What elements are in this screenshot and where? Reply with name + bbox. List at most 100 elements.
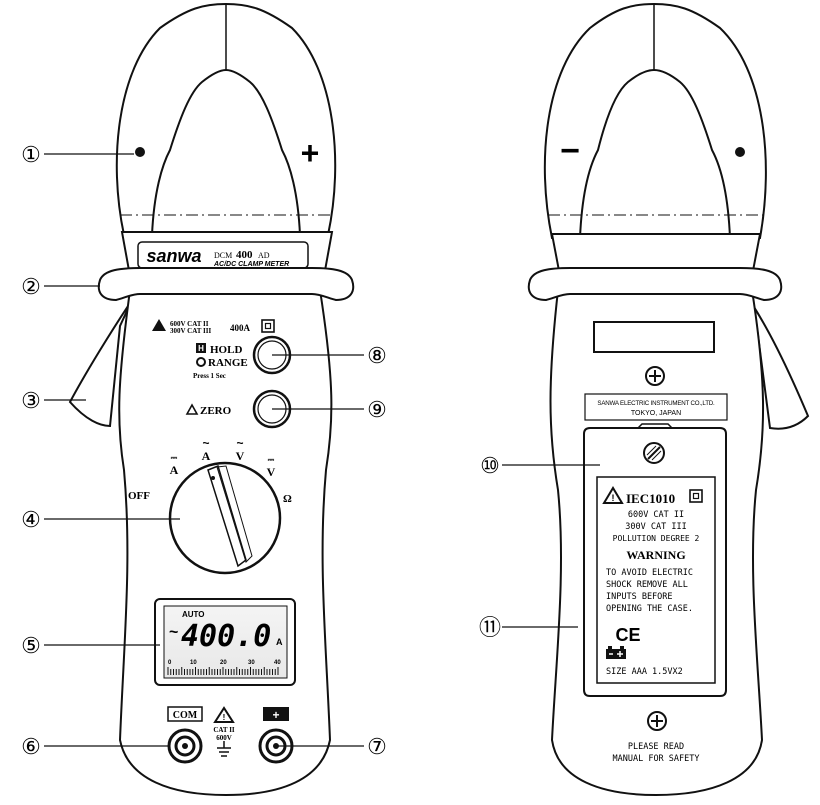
lcd-auto: AUTO [182, 610, 205, 619]
dial-aca-tilde: ~ [202, 436, 209, 450]
warning-line-4: OPENING THE CASE. [606, 604, 693, 614]
callout-10: ⑩ [480, 453, 500, 478]
double-insulation-icon [261, 319, 275, 333]
back-lower-screw-icon [647, 711, 667, 731]
warning-triangle-icon [152, 319, 166, 331]
back-hand-guard [527, 267, 783, 302]
callout-7: ⑦ [367, 734, 387, 759]
hold-label: HOLD [210, 344, 242, 356]
battery-size: SIZE AAA 1.5VX2 [606, 667, 683, 677]
zero-label: ZERO [200, 405, 232, 417]
dial-dca-overbar: ⎓ [171, 453, 178, 462]
maker-label-box [584, 393, 728, 421]
warning-line-1: TO AVOID ELECTRIC [606, 568, 693, 578]
front-trigger-lever [68, 299, 133, 428]
lcd-bargraph-ticks [167, 667, 279, 675]
back-trigger-lever [747, 297, 810, 430]
callout-8: ⑧ [367, 343, 387, 368]
press-label: Press 1 Sec [193, 372, 226, 380]
iec-standard: IEC1010 [626, 491, 675, 506]
lcd-scale-0: 0 [168, 660, 172, 666]
front-hand-guard [97, 267, 355, 302]
back-cat-line-1: 600V CAT II [628, 510, 684, 520]
warning-line-3: INPUTS BEFORE [606, 592, 673, 602]
front-jaw-dot-marker [135, 147, 145, 157]
model-suffix: AD [258, 251, 270, 260]
callout-2: ② [21, 274, 41, 299]
callout-11: ⑪ [479, 615, 501, 640]
maker-line-2: TOKYO, JAPAN [631, 410, 681, 417]
range-indicator-icon [196, 357, 206, 367]
lcd-reading: 400.0 [181, 619, 271, 654]
back-jaw-minus-marker: − [560, 132, 580, 170]
lcd-display [163, 605, 288, 679]
rotary-function-dial[interactable] [168, 461, 282, 575]
rating-300v: 300V CAT III [170, 327, 212, 335]
com-jack[interactable] [167, 728, 203, 764]
lcd-scale-20: 20 [220, 660, 227, 666]
ce-mark: CE [615, 625, 640, 645]
dial-dcv-label: V [267, 465, 276, 479]
dial-dcv-overbar: ⎓ [268, 455, 275, 464]
back-cat-line-2: 300V CAT III [625, 522, 686, 532]
battery-icon [606, 646, 626, 659]
callout-1: ① [21, 142, 41, 167]
lcd-scale-10: 10 [190, 660, 197, 666]
maker-line-1: SANWA ELECTRIC INSTRUMENT CO.,LTD. [597, 400, 715, 407]
back-window [593, 321, 715, 353]
callout-5: ⑤ [21, 633, 41, 658]
battery-cover-screw-icon [643, 442, 665, 464]
dial-ohm-label: Ω [283, 493, 292, 505]
pollution-degree: POLLUTION DEGREE 2 [613, 534, 700, 543]
plus-label: + [272, 708, 279, 722]
model-subtitle: AC/DC CLAMP METER [213, 261, 289, 268]
back-double-insulation-icon [689, 489, 703, 503]
rating-600v: 600V CAT II [170, 320, 209, 328]
jack-cat-label: CAT II [213, 726, 235, 734]
lcd-scale-labels: 0 10 20 30 40 [168, 660, 281, 666]
rating-400a: 400A [230, 323, 251, 333]
dial-dca-label: A [170, 463, 179, 477]
lcd-ac-symbol: ~ [169, 624, 178, 641]
range-label: RANGE [208, 357, 248, 369]
iec-warning-triangle-icon [602, 486, 624, 504]
front-jaw-plus-marker: + [301, 135, 320, 171]
read-manual-line-2: MANUAL FOR SAFETY [613, 754, 700, 764]
dial-aca-label: A [202, 449, 211, 463]
brand-logo: sanwa [146, 246, 201, 266]
dial-acv-label: V [236, 449, 245, 463]
front-jaw [115, 2, 337, 236]
svg-text:!: ! [223, 713, 226, 722]
svg-text:!: ! [612, 493, 615, 503]
callout-6: ⑥ [21, 734, 41, 759]
back-jaw [543, 2, 767, 239]
ground-icon [217, 741, 231, 757]
dial-acv-tilde: ~ [236, 436, 243, 450]
dial-off-label: OFF [128, 490, 150, 502]
back-upper-screw-icon [645, 366, 665, 386]
lcd-scale-30: 30 [248, 660, 255, 666]
zero-delta-icon [185, 403, 199, 415]
lcd-unit: A [276, 637, 283, 647]
battery-label [596, 476, 716, 684]
callouts [44, 153, 600, 747]
lcd-scale-40: 40 [274, 660, 281, 666]
back-jaw-dot-marker [735, 147, 745, 157]
callout-3: ③ [21, 388, 41, 413]
com-label: COM [173, 710, 198, 721]
warning-title: WARNING [626, 548, 685, 562]
hold-key-icon [196, 343, 206, 353]
callout-4: ④ [21, 507, 41, 532]
callout-9: ⑨ [367, 397, 387, 422]
back-view: − SANWA ELECTRIC INSTRUMENT CO.,LTD. TOK… [527, 2, 810, 797]
hold-key-letter: H [198, 344, 204, 353]
dial-pointer-dot [211, 476, 215, 480]
warning-line-2: SHOCK REMOVE ALL [606, 580, 688, 590]
read-manual-line-1: PLEASE READ [628, 742, 684, 752]
front-view: + sanwa DCM 40 0 AD AC/DC CLAMP METER 600… [68, 2, 355, 797]
jack-warning-triangle-icon [213, 706, 235, 723]
model-prefix: DCM [214, 251, 232, 260]
plus-label-box [263, 707, 289, 721]
jack-volt-label: 600V [216, 734, 232, 742]
